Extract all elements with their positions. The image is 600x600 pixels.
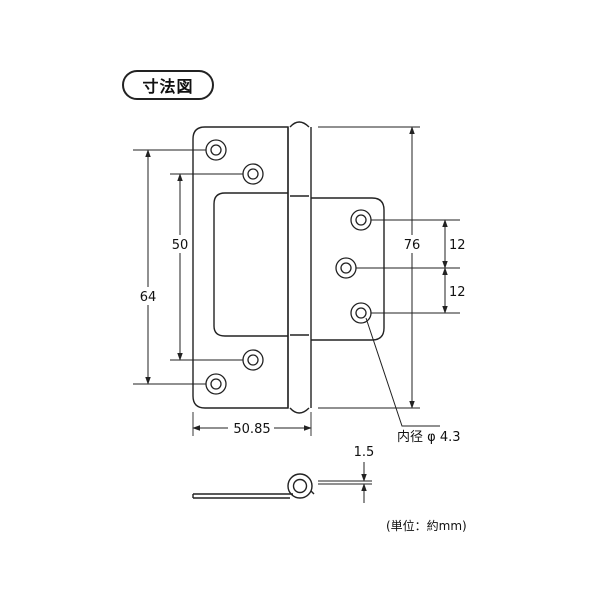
dim-hole-spacing-lower: 12 — [449, 285, 466, 300]
side-profile — [192, 473, 315, 499]
dim-hole-diameter: 内径 φ 4.3 — [397, 429, 461, 445]
dim-height-outer: 64 — [140, 290, 157, 305]
unit-note: (単位：約mm) — [386, 519, 467, 533]
hole-right-top — [350, 209, 372, 231]
diagram-title: 寸法図 — [122, 70, 214, 100]
dim-height-inner: 50 — [172, 238, 189, 253]
right-leaf — [311, 197, 385, 341]
thickness-dimension — [318, 462, 372, 503]
dim-height-total: 76 — [404, 238, 421, 253]
left-leaf — [192, 126, 289, 409]
hole-left-bottom — [205, 373, 227, 395]
hole-left-top — [205, 139, 227, 161]
hole-leader-line — [365, 317, 440, 427]
extension-lines — [133, 126, 460, 436]
hinge-knuckle — [287, 121, 312, 414]
dim-width-total: 50.85 — [233, 422, 270, 437]
hole-left-lower — [242, 349, 264, 371]
dim-hole-spacing-upper: 12 — [449, 238, 466, 253]
hole-right-bottom — [350, 302, 372, 324]
hole-right-middle — [335, 257, 357, 279]
dim-thickness: 1.5 — [354, 445, 375, 460]
hole-left-upper — [242, 163, 264, 185]
dimension-lines — [145, 126, 448, 431]
